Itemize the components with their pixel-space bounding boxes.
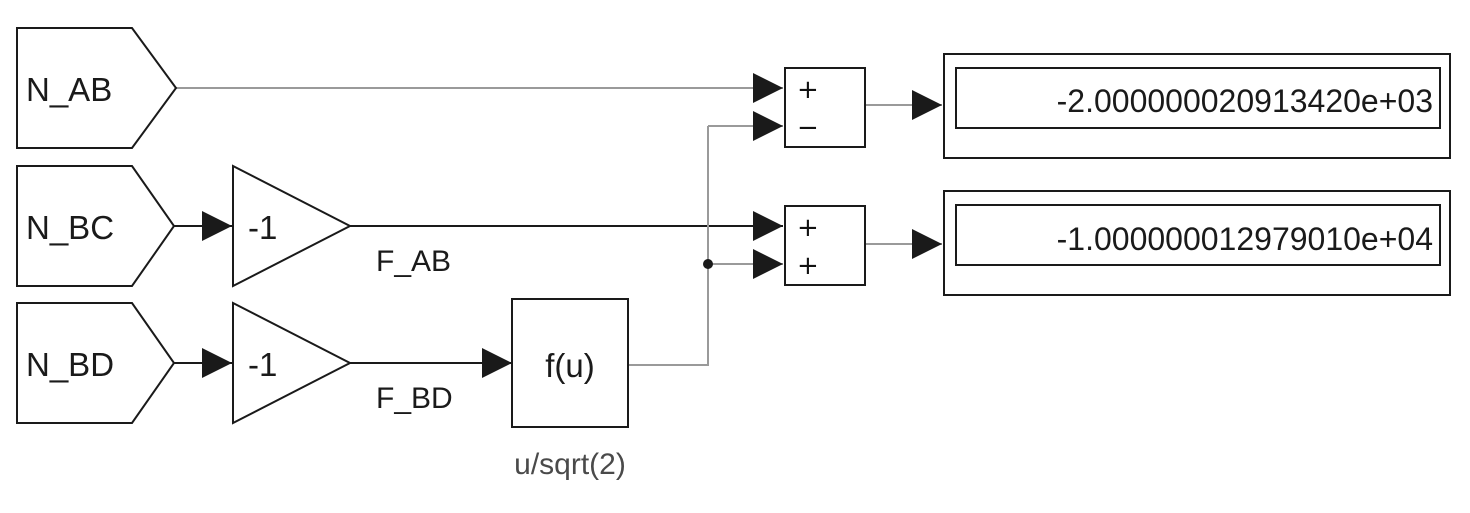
sum-block-bottom[interactable]: + + <box>784 205 866 286</box>
gain-block-bd-label: -1 <box>248 346 277 383</box>
sum-bottom-sign-2: + <box>797 251 819 281</box>
sum-top-sign-2: − <box>797 113 819 143</box>
from-block-n-ab[interactable]: N_AB <box>16 27 178 149</box>
from-block-n-bd-label: N_BD <box>26 346 114 383</box>
signal-label-f-ab: F_AB <box>376 245 451 278</box>
signal-line-fcn-output[interactable] <box>628 126 709 366</box>
display-block-bottom[interactable]: -1.000000012979010e+04 <box>943 190 1451 296</box>
gain-block-bd[interactable]: -1 <box>232 301 353 425</box>
from-block-n-bc[interactable]: N_BC <box>16 165 176 287</box>
display-top-value: -2.000000020913420e+03 <box>1057 83 1433 119</box>
sum-bottom-sign-1: + <box>797 213 819 243</box>
sum-top-sign-1: + <box>797 75 819 105</box>
display-bottom-field <box>955 204 1441 266</box>
fcn-block[interactable]: f(u) <box>511 298 629 428</box>
display-bottom-value: -1.000000012979010e+04 <box>1057 221 1433 257</box>
from-block-n-ab-label: N_AB <box>26 71 112 108</box>
from-block-n-bd[interactable]: N_BD <box>16 302 176 424</box>
fcn-block-label: f(u) <box>545 347 595 384</box>
branch-point <box>703 259 713 269</box>
gain-block-bc[interactable]: -1 <box>232 164 353 288</box>
display-block-top[interactable]: -2.000000020913420e+03 <box>943 53 1451 159</box>
from-block-n-bc-label: N_BC <box>26 209 114 246</box>
sum-block-top[interactable]: + − <box>784 67 866 148</box>
gain-block-bc-label: -1 <box>248 209 277 246</box>
fcn-expression-label: u/sqrt(2) <box>514 448 626 481</box>
display-top-field <box>955 67 1441 129</box>
signal-label-f-bd: F_BD <box>376 382 453 415</box>
